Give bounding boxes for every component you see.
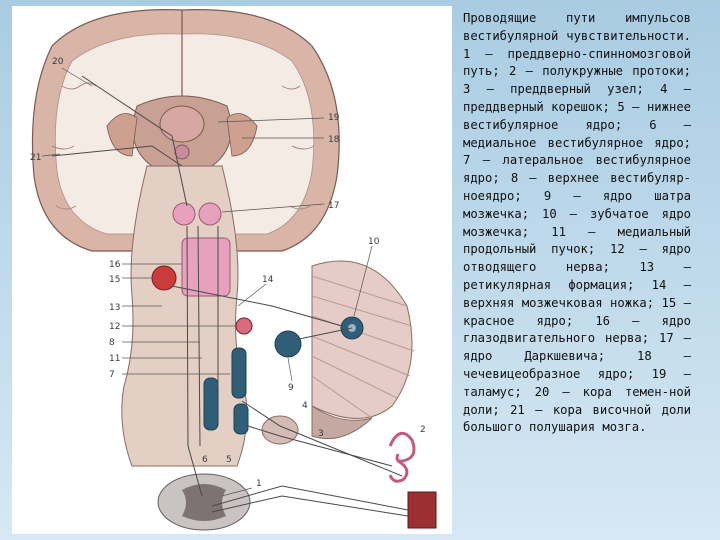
inferior-vestibular-nucleus bbox=[234, 404, 248, 434]
label-6: 6 bbox=[202, 455, 208, 465]
vestibular-pathways-diagram: 20 21 19 18 17 16 15 13 12 8 11 7 10 14 … bbox=[12, 6, 452, 534]
label-2: 2 bbox=[420, 425, 426, 435]
cerebellum bbox=[312, 261, 414, 439]
label-20: 20 bbox=[52, 57, 64, 67]
oculomotor-nucleus bbox=[182, 238, 230, 296]
muscle bbox=[408, 492, 436, 528]
thalamus bbox=[160, 106, 204, 142]
label-5: 5 bbox=[226, 455, 232, 465]
label-16: 16 bbox=[109, 260, 121, 270]
label-14: 14 bbox=[262, 275, 274, 285]
label-21: 21 bbox=[30, 153, 41, 163]
medial-vestibular-nucleus bbox=[204, 378, 218, 430]
spinal-cord-section bbox=[158, 474, 250, 530]
figure-caption: Проводящие пути импульсов вестибулярной … bbox=[463, 10, 691, 437]
label-1: 1 bbox=[256, 479, 262, 489]
label-3: 3 bbox=[318, 429, 324, 439]
label-13: 13 bbox=[109, 303, 120, 313]
label-18: 18 bbox=[328, 135, 340, 145]
anatomy-figure: 20 21 19 18 17 16 15 13 12 8 11 7 10 14 … bbox=[12, 6, 452, 534]
label-7: 7 bbox=[109, 370, 115, 380]
label-15: 15 bbox=[109, 275, 120, 285]
label-10: 10 bbox=[368, 237, 380, 247]
darkshevich-nucleus bbox=[173, 203, 195, 225]
label-4: 4 bbox=[302, 401, 308, 411]
label-11: 11 bbox=[109, 354, 120, 364]
fastigial-nucleus bbox=[275, 331, 301, 357]
label-8: 8 bbox=[109, 338, 115, 348]
lateral-vestibular-nucleus bbox=[232, 348, 246, 398]
label-9: 9 bbox=[288, 383, 294, 393]
label-19: 19 bbox=[328, 113, 340, 123]
label-17: 17 bbox=[328, 201, 339, 211]
label-12: 12 bbox=[109, 322, 120, 332]
abducens-nucleus bbox=[236, 318, 252, 334]
